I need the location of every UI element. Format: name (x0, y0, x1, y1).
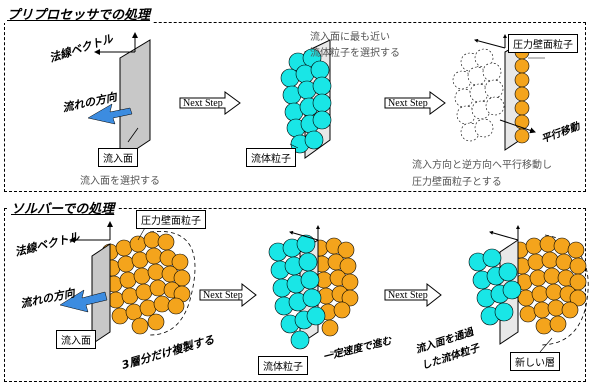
preprocessor-panel (4, 22, 586, 192)
inflow-face-label-1: 流入面 (98, 148, 138, 167)
next-step-label-2: Next Step (388, 98, 428, 109)
new-layer-step (468, 225, 589, 353)
fluid-particles-plane (280, 39, 332, 159)
select-inflow-face-text: 流入面を選択する (80, 176, 160, 187)
next-step-label-4: Next Step (388, 290, 428, 301)
inflow-face-plane-1 (87, 32, 151, 161)
select-nearest-line2: 流体粒子を選択する (310, 48, 400, 59)
pressure-wall-label-1: 圧力壁面粒子 (508, 34, 578, 53)
constant-speed-step (268, 225, 359, 353)
next-step-label-1: Next Step (183, 98, 223, 109)
fluid-particle-label-1: 流体粒子 (246, 148, 296, 167)
move-opposite-line2: 圧力壁面粒子とする (412, 177, 502, 188)
move-opposite-line1: 流入方向と逆方向へ平行移動し (412, 160, 552, 171)
solver-title: ソルバーでの処理 (8, 198, 118, 217)
pressure-wall-label-2: 圧力壁面粒子 (136, 210, 206, 229)
next-step-label-3: Next Step (203, 290, 243, 301)
select-nearest-line1: 流入面に最も近い (310, 32, 390, 43)
pressure-wall-step (452, 34, 545, 151)
copy-layers-step (59, 221, 196, 345)
inflow-face-label-2: 流入面 (56, 330, 96, 349)
new-layer-label: 新しい層 (510, 352, 560, 371)
fluid-particle-label-2: 流体粒子 (258, 356, 308, 375)
preprocessor-title: プリプロセッサでの処理 (4, 4, 154, 23)
